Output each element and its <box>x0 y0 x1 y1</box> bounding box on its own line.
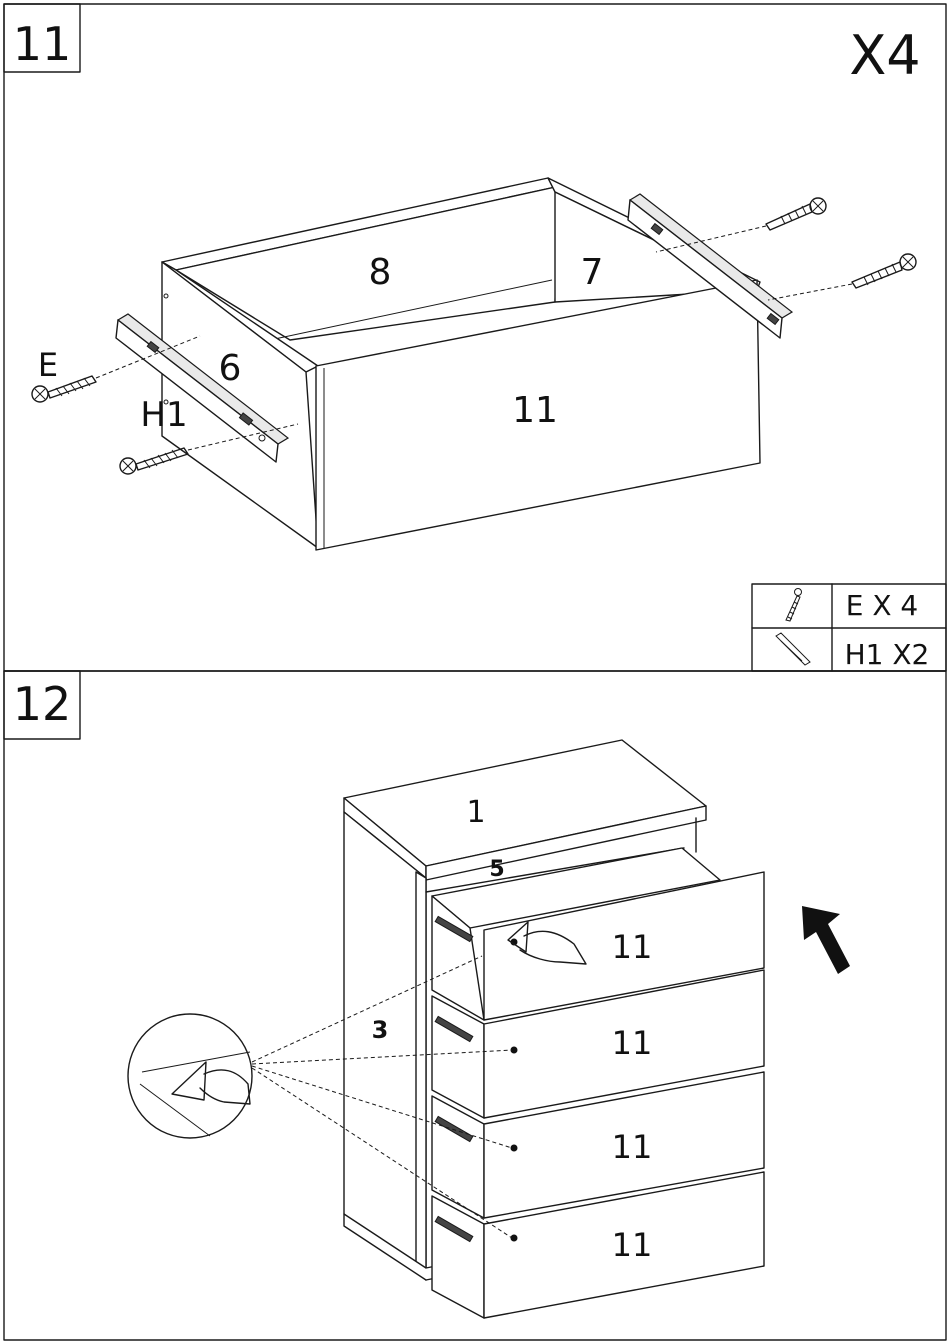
step-11-panel: 11 X4 <box>4 4 946 671</box>
step-11-number: 11 <box>13 17 72 71</box>
hardware-label-runner: H1 <box>140 395 187 435</box>
part-label-back: 8 <box>369 252 392 293</box>
drawer-label-4: 11 <box>612 1226 653 1264</box>
hardware-table-row-1-text: E X 4 <box>846 589 919 622</box>
part-label-side-right: 7 <box>581 252 604 293</box>
drawer-runner-icon <box>776 633 810 665</box>
part-label-side-left: 6 <box>219 348 242 389</box>
push-arrow-icon <box>802 906 850 974</box>
drawer-label-2: 11 <box>612 1024 653 1062</box>
screw-e-right-bottom <box>768 254 916 300</box>
screw-icon <box>786 589 802 622</box>
chest-of-drawers-illustration <box>344 740 764 1318</box>
hardware-table-row-2-text: H1 X2 <box>845 638 930 671</box>
part-label-side: 3 <box>372 1016 389 1044</box>
part-label-rail: 5 <box>489 857 504 882</box>
hardware-label-screw: E <box>38 346 58 384</box>
step-12-panel: 12 <box>4 671 946 1340</box>
step-11-multiplier: X4 <box>849 24 920 87</box>
hardware-table: E X 4 H1 X2 <box>752 584 946 671</box>
part-label-top: 1 <box>466 795 485 830</box>
part-label-front: 11 <box>512 390 558 431</box>
drawer-label-3: 11 <box>612 1128 653 1166</box>
step-12-number: 12 <box>13 677 72 731</box>
drawer-label-1: 11 <box>612 928 653 966</box>
